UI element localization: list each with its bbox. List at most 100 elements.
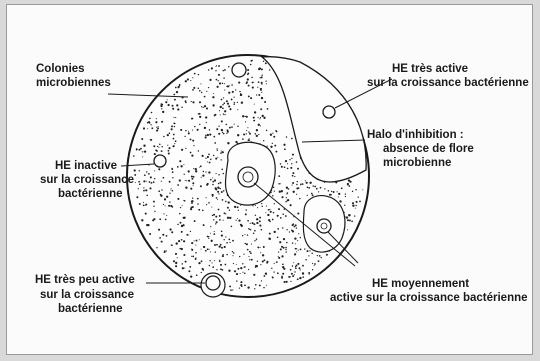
colony-dot	[309, 182, 311, 184]
colony-dot	[277, 237, 279, 239]
colony-dot	[292, 154, 294, 156]
colony-dot	[209, 134, 211, 136]
label-colonies-2: microbiennes	[36, 77, 111, 89]
colony-dot	[270, 211, 272, 213]
colony-dot	[251, 259, 253, 261]
colony-dot	[190, 80, 191, 81]
colony-dot	[143, 204, 145, 206]
colony-dot	[164, 250, 165, 251]
colony-dot	[278, 251, 279, 252]
colony-dot	[206, 184, 208, 186]
colony-dot	[347, 229, 348, 230]
colony-dot	[226, 100, 228, 102]
colony-dot	[143, 202, 144, 203]
colony-dot	[254, 111, 256, 113]
colony-dot	[282, 273, 284, 275]
colony-dot	[157, 127, 159, 129]
colony-dot	[217, 199, 218, 200]
colony-dot	[216, 79, 218, 81]
colony-dot	[345, 193, 346, 194]
colony-dot	[188, 132, 190, 134]
colony-dot	[195, 245, 196, 246]
colony-dot	[261, 92, 262, 93]
colony-dot	[297, 168, 299, 170]
colony-dot	[226, 124, 228, 126]
colony-dot	[203, 107, 204, 108]
colony-dot	[278, 208, 280, 210]
colony-dot	[268, 219, 270, 221]
colony-dot	[172, 171, 174, 173]
colony-dot	[215, 223, 216, 224]
colony-dot	[349, 185, 351, 187]
colony-dot	[191, 249, 192, 250]
colony-dot	[165, 250, 166, 251]
colony-dot	[177, 184, 179, 186]
colony-dot	[312, 269, 313, 270]
colony-dot	[236, 273, 238, 275]
colony-dot	[177, 108, 179, 110]
colony-dot	[220, 264, 222, 266]
colony-dot	[212, 104, 214, 106]
colony-dot	[190, 188, 192, 190]
colony-dot	[306, 182, 308, 184]
colony-dot	[262, 254, 264, 256]
colony-dot	[181, 106, 183, 108]
colony-dot	[257, 246, 259, 248]
colony-dot	[215, 158, 217, 160]
colony-dot	[212, 184, 214, 186]
colony-dot	[151, 127, 153, 129]
colony-dot	[223, 190, 225, 192]
colony-dot	[304, 248, 305, 249]
colony-dot	[244, 234, 245, 235]
colony-dot	[212, 177, 213, 178]
colony-dot	[281, 166, 283, 168]
colony-dot	[188, 270, 190, 272]
colony-dot	[178, 240, 180, 242]
colony-dot	[177, 224, 179, 226]
colony-dot	[302, 183, 304, 185]
colony-dot	[138, 188, 139, 189]
colony-dot	[168, 152, 170, 154]
colony-dot	[193, 145, 194, 146]
disc-weak	[206, 276, 220, 290]
colony-dot	[191, 176, 193, 178]
colony-dot	[205, 250, 207, 252]
colony-dot	[184, 136, 185, 137]
colony-dot	[223, 152, 224, 153]
colony-dot	[273, 271, 274, 272]
colony-dot	[356, 201, 358, 203]
colony-dot	[133, 155, 135, 157]
colony-dot	[253, 223, 255, 225]
colony-dot	[274, 231, 276, 233]
colony-dot	[171, 244, 173, 246]
colony-dot	[290, 167, 292, 169]
colony-dot	[216, 221, 218, 223]
colony-dot	[157, 146, 158, 147]
label-halo-2: absence de flore	[383, 143, 474, 155]
colony-dot	[149, 187, 151, 189]
colony-dot	[191, 202, 193, 204]
colony-dot	[298, 187, 300, 189]
colony-dot	[172, 108, 174, 110]
colony-dot	[161, 181, 162, 182]
colony-dot	[212, 215, 213, 216]
colony-dot	[234, 206, 236, 208]
colony-dot	[201, 177, 202, 178]
colony-dot	[286, 251, 287, 252]
colony-dot	[256, 94, 257, 95]
colony-dot	[269, 69, 270, 70]
colony-dot	[209, 249, 210, 250]
colony-dot	[195, 168, 197, 170]
colony-dot	[286, 197, 287, 198]
colony-dot	[228, 201, 230, 203]
colony-dot	[195, 170, 197, 172]
colony-dot	[312, 194, 314, 196]
colony-dot	[165, 101, 167, 103]
colony-dot	[240, 284, 242, 286]
colony-dot	[190, 152, 192, 154]
colony-dot	[141, 219, 143, 221]
colony-dot	[200, 165, 202, 167]
colony-dot	[254, 120, 255, 121]
colony-dot	[222, 82, 224, 84]
colony-dot	[281, 255, 283, 257]
